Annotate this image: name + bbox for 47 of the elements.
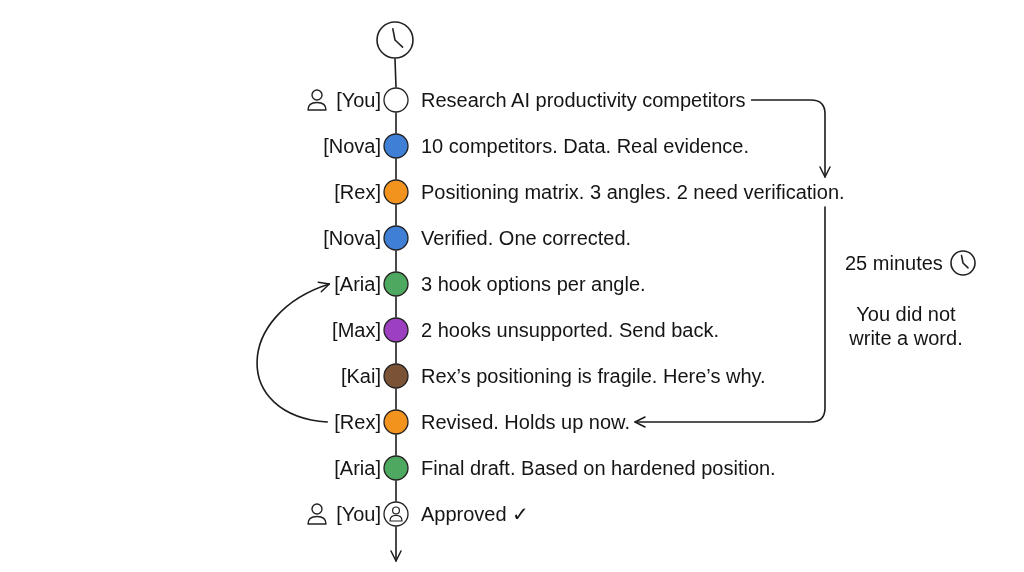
speaker-name: [Aria] [334, 272, 381, 296]
timeline-line [395, 388, 397, 410]
note-text: You did not write a word. [848, 302, 964, 350]
timeline-dot [383, 179, 409, 205]
timeline-dot [383, 271, 409, 297]
timeline-dot [383, 133, 409, 159]
message-text: Approved ✓ [421, 502, 530, 526]
speaker-name: [Aria] [334, 456, 381, 480]
curved-arrow [634, 206, 826, 428]
message-text: 10 competitors. Data. Real evidence. [421, 134, 749, 158]
message-text: Revised. Holds up now. [421, 410, 630, 434]
timeline-dot [383, 87, 409, 113]
timeline-dot [383, 363, 409, 389]
timeline-line [395, 434, 397, 456]
timeline-line [395, 296, 397, 318]
message-text: 2 hooks unsupported. Send back. [421, 318, 719, 342]
timeline-line [395, 342, 397, 364]
timeline-line [395, 480, 397, 502]
message-text: 3 hook options per angle. [421, 272, 646, 296]
timeline-line [395, 250, 397, 272]
message-text: Final draft. Based on hardened position. [421, 456, 776, 480]
speaker-name: [Kai] [340, 364, 381, 388]
speaker-name: [You] [336, 88, 381, 112]
message-text: Research AI productivity competitors [421, 88, 746, 112]
timeline-dot [383, 501, 409, 527]
message-text: Positioning matrix. 3 angles. 2 need verification. [421, 180, 845, 204]
curved-arrow [256, 282, 331, 423]
message-text: Rex’s positioning is fragile. Here’s why. [421, 364, 766, 388]
timeline-line [395, 112, 397, 134]
speaker-name: [Max] [332, 318, 381, 342]
duration-text: 25 minutes [845, 251, 943, 275]
timeline-dot [383, 317, 409, 343]
speaker-name: [Nova] [323, 134, 381, 158]
timeline-dot [383, 225, 409, 251]
speaker-name: [You] [336, 502, 381, 526]
timeline-line [394, 58, 397, 88]
timeline-dot [383, 409, 409, 435]
curved-arrow [750, 99, 831, 178]
timeline-line [395, 204, 397, 226]
message-text: Verified. One corrected. [421, 226, 632, 250]
timeline-line [395, 158, 397, 180]
clock-icon [376, 21, 414, 59]
speaker-name: [Nova] [323, 226, 381, 250]
timeline-arrow [390, 526, 402, 562]
timeline-dot [383, 455, 409, 481]
speaker-name: [Rex] [334, 410, 381, 434]
speaker-name: [Rex] [334, 180, 381, 204]
